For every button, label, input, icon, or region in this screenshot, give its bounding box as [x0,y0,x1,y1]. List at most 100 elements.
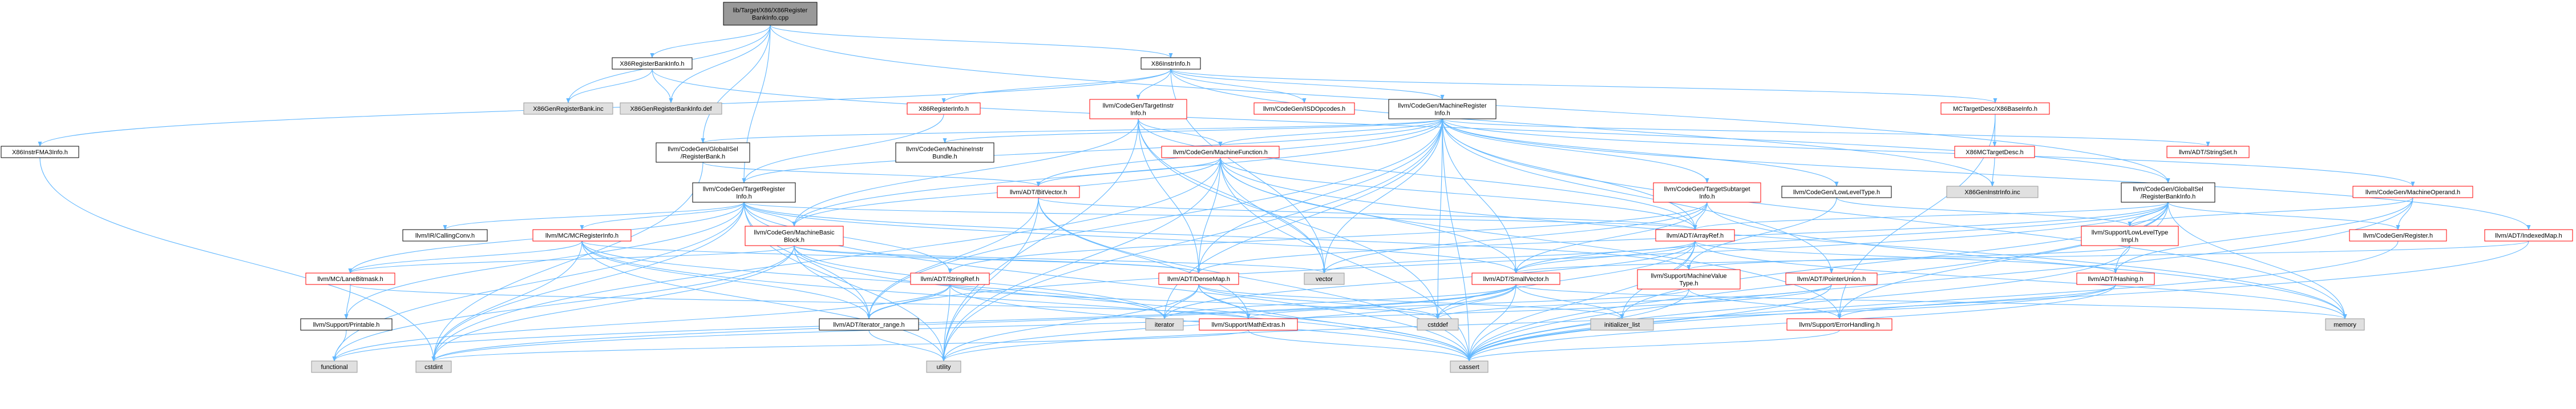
node-pointerunion-h[interactable]: llvm/ADT/PointerUnion.h [1785,272,1878,285]
node-box [612,57,693,70]
node-box [1450,360,1489,373]
node-machineoperand-h[interactable]: llvm/CodeGen/MachineOperand.h [2352,186,2473,198]
node-errorhandling-h[interactable]: llvm/Support/ErrorHandling.h [1786,318,1892,331]
node-cstddef: cstddef [1417,318,1459,331]
edge-globalisel-registerbankinfo-h-to-memory [2167,202,2347,319]
node-box [1653,182,1761,203]
edge-targetregisterinfo-h-to-cassert [743,202,1471,362]
node-box [1161,146,1280,158]
node-stringref-h[interactable]: llvm/ADT/StringRef.h [910,272,990,285]
edge-codegen-register-h-to-cassert [1467,240,2399,362]
node-label: X86RegisterBankInfo.h [620,61,684,67]
edge-machineoperand-h-to-cassert [1467,197,2413,362]
node-box [895,142,994,163]
node-lanebitmask-h[interactable]: llvm/MC/LaneBitmask.h [305,272,395,285]
node-label: llvm/CodeGen/TargetInstr [1103,103,1174,110]
edge-machinefunction-h-to-utility [941,157,1221,362]
edge-machineregisterinfo-h-to-machineinstrbundle-h [943,118,1443,143]
node-box [620,102,722,115]
edge-hashing-h-to-utility [941,284,2116,362]
node-box [2081,226,2179,246]
edge-targetregisterinfo-h-to-callingconv-h [443,202,745,230]
node-callingconv-h[interactable]: llvm/IR/CallingConv.h [402,229,488,242]
node-x86baseinfo-h[interactable]: MCTargetDesc/X86BaseInfo.h [1940,102,2050,115]
node-box [1655,229,1735,242]
node-label: X86MCTargetDesc.h [1966,149,2024,156]
node-box [1637,269,1741,290]
edge-machineoperand-h-to-lowleveltypeimpl-h [2128,197,2413,227]
node-label: vector [1316,276,1333,283]
edge-layer [38,25,2531,362]
edge-machinefunction-h-to-memory [1220,157,2347,319]
node-label: /RegisterBank.h [681,154,725,161]
node-indexedmap-h[interactable]: llvm/ADT/IndexedMap.h [2484,229,2573,242]
node-functional: functional [311,360,358,373]
node-box [2484,229,2573,242]
node-layer: lib/Target/X86/X86RegisterBankInfo.cppX8… [1,2,2573,373]
edge-targetinstrinfo-h-to-densemap-h [1138,118,1201,274]
edge-errorhandling-h-to-cassert [1467,330,1840,362]
node-bitvector-h[interactable]: llvm/ADT/BitVector.h [997,186,1080,198]
node-label: iterator [1155,322,1175,328]
edge-machinebasicblock-h-to-functional [332,245,795,362]
edge-machineoperand-h-to-hashing-h [2113,197,2413,274]
edge-targetregisterinfo-h-to-iterator-range-h [743,202,871,319]
node-isdopcodes-h[interactable]: llvm/CodeGen/ISDOpcodes.h [1253,102,1355,115]
node-lowleveltype-h[interactable]: llvm/CodeGen/LowLevelType.h [1781,186,1892,198]
node-box [1089,99,1187,119]
edge-machinebasicblock-h-to-lanebitmask-h [348,245,795,274]
edge-stringref-h-to-functional [332,284,951,362]
node-x86instrfma3info-h[interactable]: X86InstrFMA3Info.h [1,146,79,158]
edge-mathextras-h-to-cstdint [431,330,1249,362]
node-hashing-h[interactable]: llvm/ADT/Hashing.h [2076,272,2155,285]
node-mathextras-h[interactable]: llvm/Support/MathExtras.h [1199,318,1298,331]
node-box [1785,272,1878,285]
node-stringset-h[interactable]: llvm/ADT/StringSet.h [2166,146,2250,158]
edge-x86instrfma3info-h-to-cstdint [39,157,436,362]
node-printable-h[interactable]: llvm/Support/Printable.h [300,318,393,331]
edge-targetregisterinfo-h-to-smallvector-h [743,202,1518,274]
node-label: X86InstrInfo.h [1151,61,1191,67]
node-mcregisterinfo-h[interactable]: llvm/MC/MCRegisterInfo.h [532,229,632,242]
node-arrayref-h[interactable]: llvm/ADT/ArrayRef.h [1655,229,1735,242]
edge-machinefunction-h-to-cstdint [431,157,1221,362]
edge-densemap-h-to-utility [941,284,1199,362]
edge-arrayref-h-to-vector [1322,240,1696,274]
node-label: memory [2334,322,2356,328]
node-x86registerinfo-h[interactable]: X86RegisterInfo.h [907,102,981,115]
node-machinefunction-h[interactable]: llvm/CodeGen/MachineFunction.h [1161,146,1280,158]
node-label: cstdint [424,364,443,371]
node-label: Info.h [1434,110,1450,117]
edge-mcregisterinfo-h-to-lanebitmask-h [348,240,583,274]
node-label: llvm/IR/CallingConv.h [415,232,475,239]
node-globalisel-registerbank-h[interactable]: llvm/CodeGen/GlobalISel/RegisterBank.h [656,142,750,163]
node-iterator-range-h[interactable]: llvm/ADT/iterator_range.h [819,318,919,331]
node-x86mctargetdesc-h[interactable]: X86MCTargetDesc.h [1954,146,2035,158]
edge-globalisel-registerbank-h-to-bitvector-h [702,162,1041,187]
node-x86genregbank-inc: X86GenRegisterBank.inc [523,102,613,115]
node-box [2166,146,2250,158]
node-smallvector-h[interactable]: llvm/ADT/SmallVector.h [1471,272,1560,285]
node-globalisel-registerbankinfo-h[interactable]: llvm/CodeGen/GlobalISel/RegisterBankInfo… [2121,182,2215,203]
edge-bitvector-h-to-utility [941,197,1039,362]
edge-bitvector-h-to-cassert [1038,197,1471,362]
node-codegen-register-h[interactable]: llvm/CodeGen/Register.h [2349,229,2447,242]
node-densemap-h[interactable]: llvm/ADT/DenseMap.h [1158,272,1239,285]
node-box [402,229,488,242]
edge-x86registerinfo-h-to-targetregisterinfo-h [742,114,944,183]
node-label: cassert [1459,364,1479,371]
node-cassert: cassert [1450,360,1489,373]
node-label: llvm/CodeGen/MachineRegister [1398,103,1487,110]
edge-globalisel-registerbankinfo-h-to-smallvector-h [1514,202,2169,274]
node-x86regbankinfo-h[interactable]: X86RegisterBankInfo.h [612,57,693,70]
edge-lowleveltypeimpl-h-to-cassert [1467,245,2130,362]
node-x86instrinfo-h[interactable]: X86InstrInfo.h [1141,57,1201,70]
